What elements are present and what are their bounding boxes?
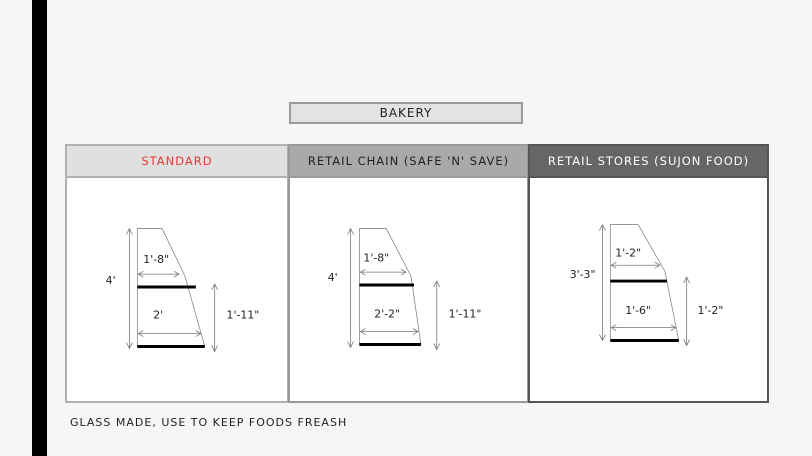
panel-standard: STANDARD 4' 1'-8" 2' 1'-11" (65, 144, 289, 403)
upper-depth-label: 1'-2" (615, 246, 641, 259)
left-black-bar (32, 0, 47, 456)
display-case-drawing: 3'-3" 1'-2" 1'-6" 1'-2" (570, 223, 724, 347)
case-outline (609, 224, 680, 341)
panel-body: 3'-3" 1'-2" 1'-6" 1'-2" (530, 178, 767, 401)
total-height-label: 4' (328, 271, 338, 284)
total-height-label: 4' (106, 274, 116, 287)
display-case-drawing: 4' 1'-8" 2'-2" 1'-11" (328, 227, 482, 351)
footnote: GLASS MADE, USE TO KEEP FOODS FREASH (70, 416, 348, 429)
panel-header: RETAIL STORES (SUJON FOOD) (530, 146, 767, 178)
lower-height-label: 1'-2" (698, 304, 724, 317)
case-outline (136, 228, 206, 347)
panel-body: 4' 1'-8" 2' 1'-11" (67, 178, 287, 401)
panel-header: STANDARD (67, 146, 287, 178)
lower-height-label: 1'-11" (227, 309, 260, 322)
panel-body: 4' 1'-8" 2'-2" 1'-11" (290, 178, 527, 401)
panel-header: RETAIL CHAIN (SAFE 'N' SAVE) (290, 146, 527, 178)
diagram-title: BAKERY (289, 102, 523, 124)
panel-retail-chain: RETAIL CHAIN (SAFE 'N' SAVE) 4' 1'-8" 2'… (288, 144, 529, 403)
upper-depth-label: 1'-8" (143, 253, 169, 266)
total-height-label: 3'-3" (570, 268, 596, 281)
panel-retail-stores: RETAIL STORES (SUJON FOOD) 3'-3" 1'-2" 1… (528, 144, 769, 403)
lower-depth-label: 2' (153, 309, 163, 322)
lower-height-label: 1'-11" (449, 308, 482, 321)
lower-depth-label: 2'-2" (374, 308, 400, 321)
case-outline (359, 228, 422, 345)
lower-depth-label: 1'-6" (625, 304, 651, 317)
upper-depth-label: 1'-8" (363, 251, 389, 264)
display-case-drawing: 4' 1'-8" 2' 1'-11" (106, 227, 260, 353)
